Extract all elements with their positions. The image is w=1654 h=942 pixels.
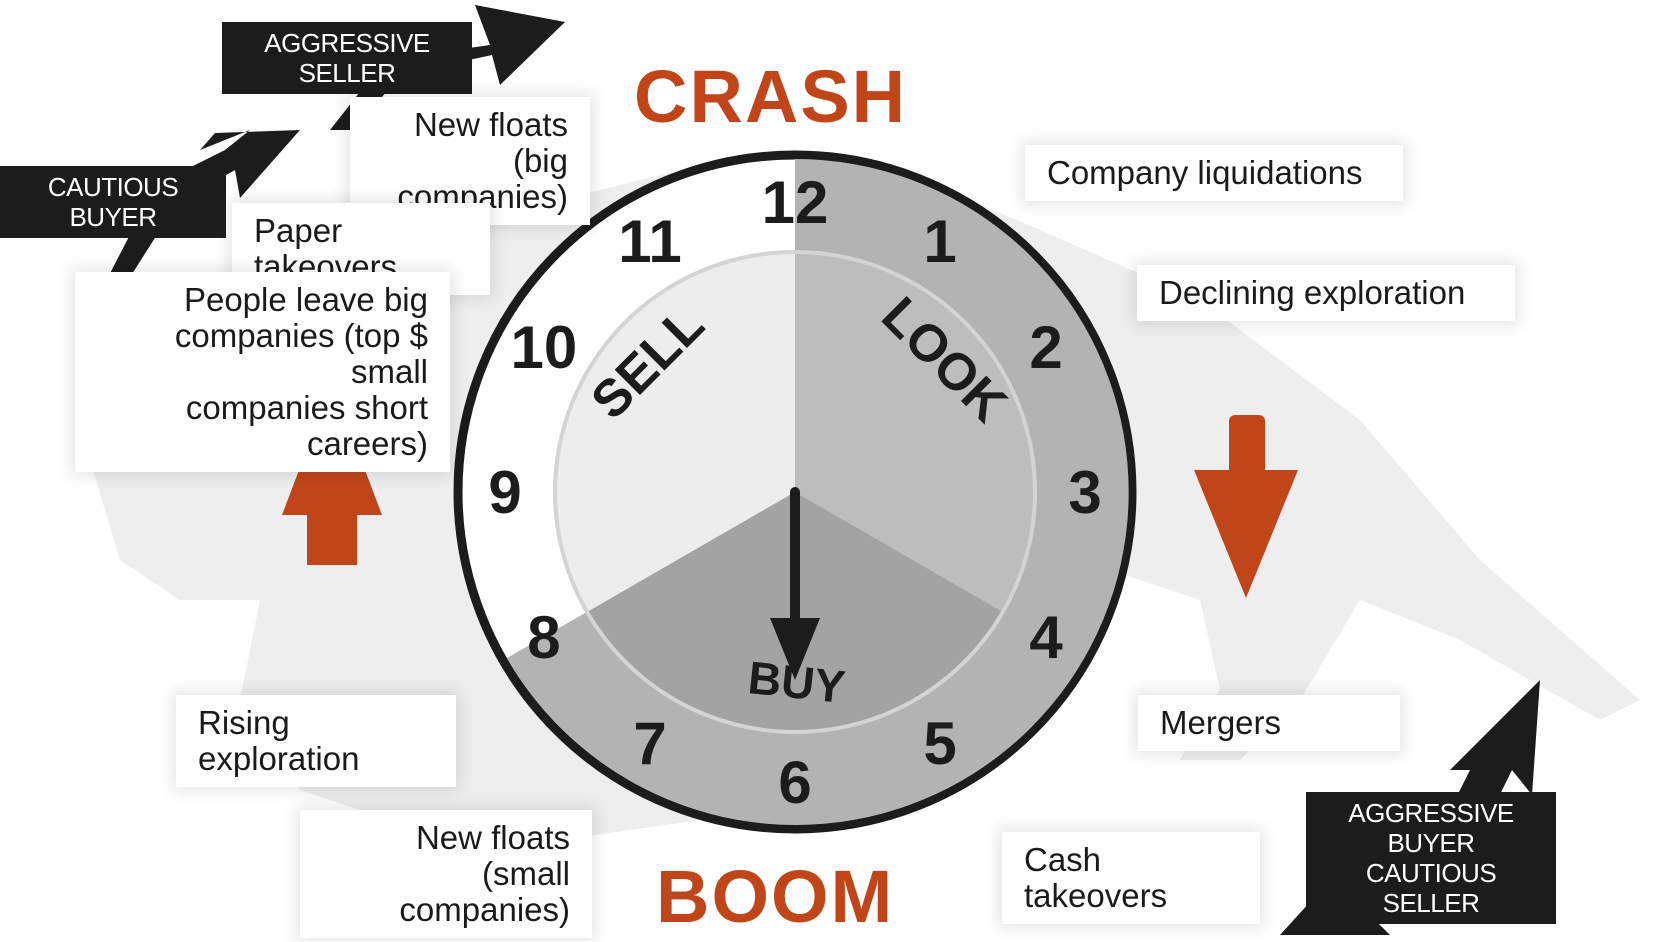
- label-cash-takeovers: Cash takeovers: [1002, 832, 1260, 924]
- clock-number: 12: [762, 169, 829, 236]
- clock-number: 7: [633, 710, 666, 777]
- label-people-leave: People leave big companies (top $ small …: [75, 272, 450, 472]
- label-people-leave-line3: companies short careers): [185, 389, 428, 462]
- clock-number: 9: [488, 459, 521, 526]
- down-arrow: [1194, 415, 1298, 598]
- clock-number: 3: [1068, 459, 1101, 526]
- zigzag-arrow-top2: [105, 130, 300, 285]
- tag-aggressive-seller: AGGRESSIVE SELLER: [222, 22, 472, 94]
- tag-cautious-seller: CAUTIOUS SELLER: [1365, 858, 1497, 918]
- clock-number: 5: [923, 710, 956, 777]
- clock-number: 2: [1029, 314, 1062, 381]
- up-arrow: [282, 383, 382, 565]
- down-arrow-shaft: [1229, 415, 1265, 485]
- clock-hand: [770, 487, 820, 680]
- zigzag-arrow-top: [330, 5, 565, 130]
- clock-look-sector: [795, 251, 1036, 613]
- tag-aggressive-buyer-cautious-seller: AGGRESSIVE BUYER CAUTIOUS SELLER: [1306, 792, 1556, 924]
- boom-headline: BOOM: [656, 855, 895, 938]
- label-declining-exploration: Declining exploration: [1137, 265, 1515, 321]
- label-new-floats-small-line1: New floats: [415, 819, 570, 856]
- clock-number: 10: [511, 314, 578, 381]
- label-mergers: Mergers: [1138, 695, 1400, 751]
- label-company-liquidations: Company liquidations: [1025, 145, 1403, 201]
- label-new-floats-small-line2: (small companies): [399, 855, 570, 928]
- label-new-floats-big-line1: New floats: [413, 106, 568, 143]
- label-people-leave-line1: People leave big: [183, 281, 428, 318]
- label-new-floats-small: New floats (small companies): [300, 810, 592, 938]
- crash-headline: CRASH: [634, 55, 908, 138]
- clock-number: 8: [527, 604, 560, 671]
- clock-number: 1: [923, 208, 956, 275]
- label-rising-exploration: Rising exploration: [176, 695, 456, 787]
- label-people-leave-line2: companies (top $ small: [174, 317, 428, 390]
- clock-number: 4: [1029, 604, 1063, 671]
- tag-aggressive-buyer: AGGRESSIVE BUYER: [1348, 798, 1514, 858]
- clock-number: 11: [618, 208, 681, 275]
- clock-inner-ring: [553, 250, 1037, 734]
- clock-number: 6: [778, 749, 811, 816]
- tag-cautious-buyer: CAUTIOUS BUYER: [0, 166, 226, 238]
